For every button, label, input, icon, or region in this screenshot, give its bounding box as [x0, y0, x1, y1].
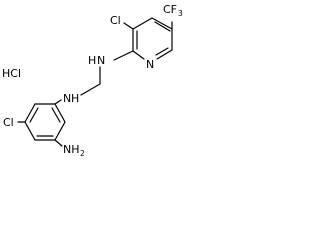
pyridine-ring	[132, 17, 173, 60]
benzene-ring	[24, 103, 66, 141]
ring-nitrogen-label: N	[146, 58, 154, 71]
lower-amine-h: H	[71, 92, 79, 105]
chloro-label: Cl	[110, 14, 121, 27]
cf3-subscript: 3	[178, 9, 183, 18]
upper-amine-bond	[113, 50, 134, 61]
amino-subscript: 2	[80, 149, 85, 158]
upper-amine-n: N	[97, 54, 105, 67]
upper-amine-h: H	[88, 54, 96, 67]
amino-label: NH	[63, 143, 80, 156]
lower-amine-n: N	[63, 92, 71, 105]
ethylene-linker	[80, 66, 101, 96]
salt-label: HCl	[2, 67, 21, 80]
chemical-structure: HCl Cl N CF 3 H N N H	[2, 3, 183, 158]
cf3-label: CF	[163, 3, 177, 16]
chloro-bond	[123, 22, 134, 30]
lower-chloro-label: Cl	[3, 116, 14, 129]
lower-amine-bond	[54, 99, 62, 105]
amino-bond	[54, 139, 63, 147]
